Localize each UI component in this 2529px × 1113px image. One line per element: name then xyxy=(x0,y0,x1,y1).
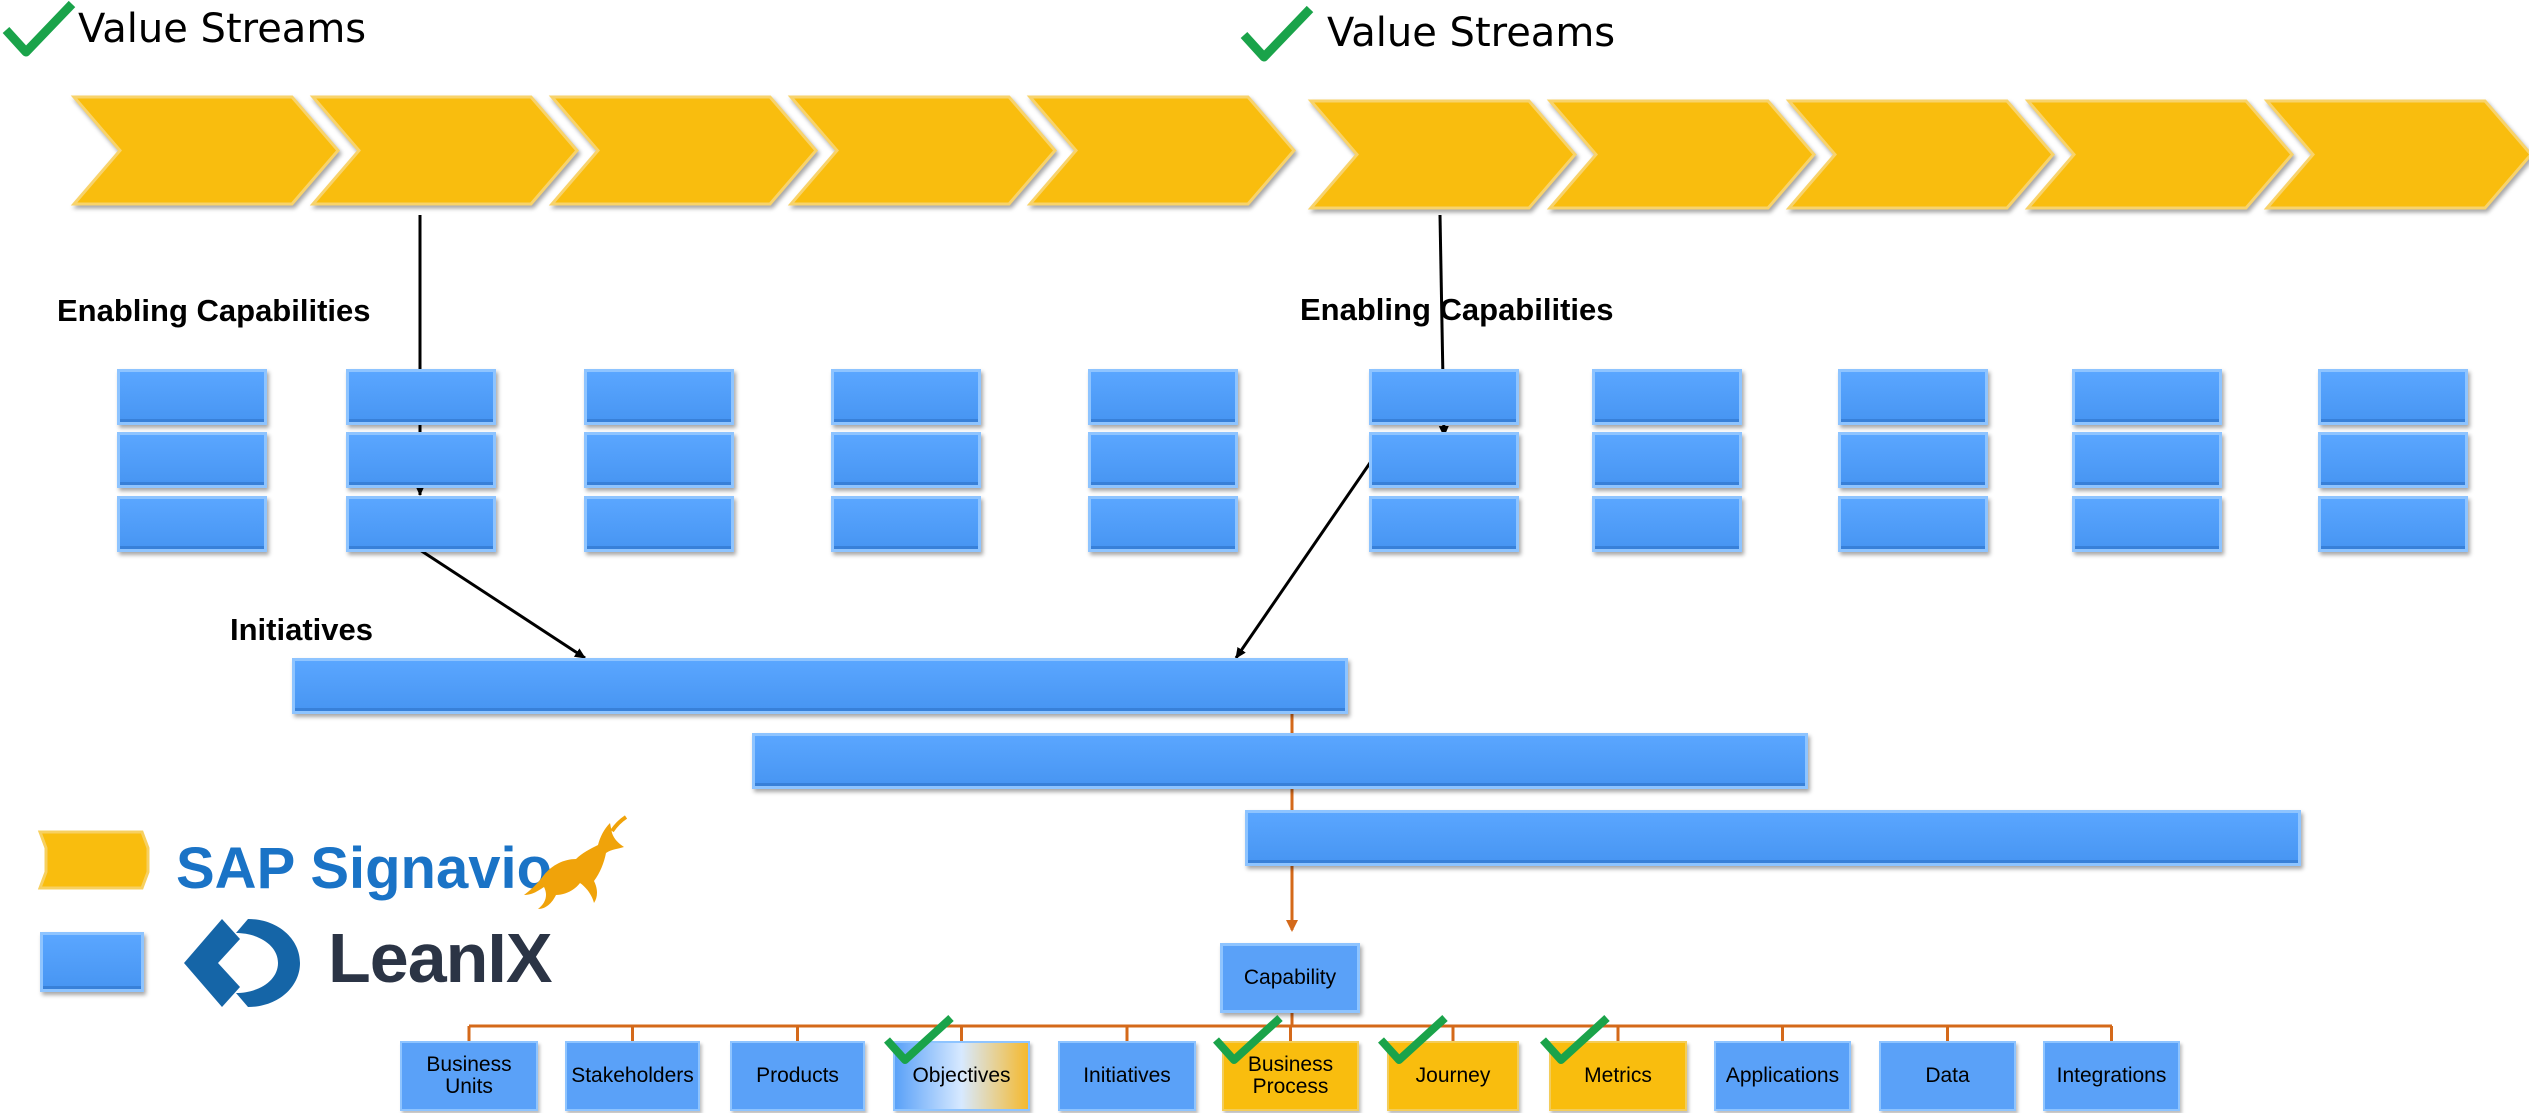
enabling-capability-block[interactable] xyxy=(1592,496,1742,552)
capability-child-applications[interactable]: Applications xyxy=(1714,1041,1851,1111)
value-stream-chevron[interactable] xyxy=(309,95,579,206)
value-stream-chevron[interactable] xyxy=(548,95,818,206)
check-icon xyxy=(2,0,76,57)
value-streams-title-right: Value Streams xyxy=(1327,10,1616,56)
enabling-capability-block[interactable] xyxy=(1369,369,1519,425)
enabling-capability-block[interactable] xyxy=(1369,496,1519,552)
capability-child-products[interactable]: Products xyxy=(730,1041,865,1111)
capability-node[interactable]: Capability xyxy=(1220,943,1360,1013)
capability-child-initiatives[interactable]: Initiatives xyxy=(1058,1041,1196,1111)
enabling-capability-block[interactable] xyxy=(831,432,981,488)
enabling-capability-block[interactable] xyxy=(1369,432,1519,488)
enabling-capability-block[interactable] xyxy=(1592,369,1742,425)
enabling-capability-block[interactable] xyxy=(584,432,734,488)
enabling-capability-block[interactable] xyxy=(1838,496,1988,552)
capability-child-label: Metrics xyxy=(1584,1064,1652,1087)
enabling-capability-block[interactable] xyxy=(117,496,267,552)
capability-child-label: Journey xyxy=(1415,1064,1491,1087)
capability-child-label: Applications xyxy=(1725,1064,1840,1087)
capability-child-label: Stakeholders xyxy=(571,1064,694,1087)
enabling-capability-block[interactable] xyxy=(831,496,981,552)
value-streams-title-left: Value Streams xyxy=(78,6,367,52)
initiative-bar[interactable] xyxy=(1245,810,2301,866)
sap-signavio-logo: SAP Signavio xyxy=(176,836,553,901)
capability-child-stakeholders[interactable]: Stakeholders xyxy=(565,1041,700,1111)
initiatives-label: Initiatives xyxy=(230,612,373,647)
capability-child-label: Products xyxy=(756,1064,839,1087)
value-stream-chevron[interactable] xyxy=(1785,99,2055,210)
enabling-capability-block[interactable] xyxy=(346,369,496,425)
value-stream-chevron[interactable] xyxy=(1546,99,1816,210)
hierarchy-drops xyxy=(467,1026,2113,1041)
check-icon xyxy=(1240,5,1314,62)
enabling-capability-block[interactable] xyxy=(117,369,267,425)
legend-leanix-swatch xyxy=(40,932,144,992)
enabling-capability-block[interactable] xyxy=(2072,369,2222,425)
check-icon xyxy=(1378,1015,1448,1064)
capability-child-label: Data xyxy=(1925,1064,1970,1087)
capability-child-label: Initiatives xyxy=(1083,1064,1171,1087)
capability-to-initiative-arrow-right xyxy=(1234,459,1374,659)
enabling-capability-block[interactable] xyxy=(346,432,496,488)
enabling-capability-block[interactable] xyxy=(1088,369,1238,425)
enabling-capability-block[interactable] xyxy=(1088,432,1238,488)
enabling-capability-block[interactable] xyxy=(1838,432,1988,488)
leanix-logo: LeanIX xyxy=(328,919,553,997)
enabling-capability-block[interactable] xyxy=(117,432,267,488)
capability-to-initiative-arrow-left xyxy=(419,548,586,660)
enabling-capability-block[interactable] xyxy=(584,496,734,552)
enabling-capability-block[interactable] xyxy=(1088,496,1238,552)
check-icon xyxy=(884,1015,954,1064)
enabling-capability-block[interactable] xyxy=(346,496,496,552)
capability-child-objectives[interactable]: Objectives xyxy=(893,1041,1030,1111)
initiative-bar[interactable] xyxy=(752,733,1808,789)
check-icon xyxy=(1540,1015,1610,1064)
value-stream-chevron[interactable] xyxy=(2024,99,2294,210)
value-stream-chevron[interactable] xyxy=(1307,99,1577,210)
enabling-capability-block[interactable] xyxy=(584,369,734,425)
enabling-capabilities-label-left: Enabling Capabilities xyxy=(57,293,371,328)
value-stream-chevron[interactable] xyxy=(787,95,1057,206)
value-stream-chevron[interactable] xyxy=(1026,95,1296,206)
capability-child-label: Integrations xyxy=(2056,1064,2167,1087)
capability-child-label: Objectives xyxy=(912,1064,1011,1087)
enabling-capability-block[interactable] xyxy=(1838,369,1988,425)
check-icon xyxy=(1213,1015,1283,1064)
enabling-capability-block[interactable] xyxy=(2318,369,2468,425)
enabling-capability-block[interactable] xyxy=(831,369,981,425)
enabling-capabilities-label-right: Enabling Capabilities xyxy=(1300,292,1614,327)
enabling-capability-block[interactable] xyxy=(2072,496,2222,552)
enabling-capability-block[interactable] xyxy=(2318,496,2468,552)
enabling-capability-block[interactable] xyxy=(1592,432,1742,488)
capability-child-data[interactable]: Data xyxy=(1879,1041,2016,1111)
enabling-capability-block[interactable] xyxy=(2318,432,2468,488)
value-stream-chevron[interactable] xyxy=(2263,99,2529,210)
antelope-icon xyxy=(524,815,628,909)
enabling-capability-block[interactable] xyxy=(2072,432,2222,488)
capability-child-integrations[interactable]: Integrations xyxy=(2043,1041,2180,1111)
leanix-mark-icon xyxy=(184,919,300,1007)
initiative-bar[interactable] xyxy=(292,658,1348,714)
value-stream-chevron[interactable] xyxy=(70,95,340,206)
